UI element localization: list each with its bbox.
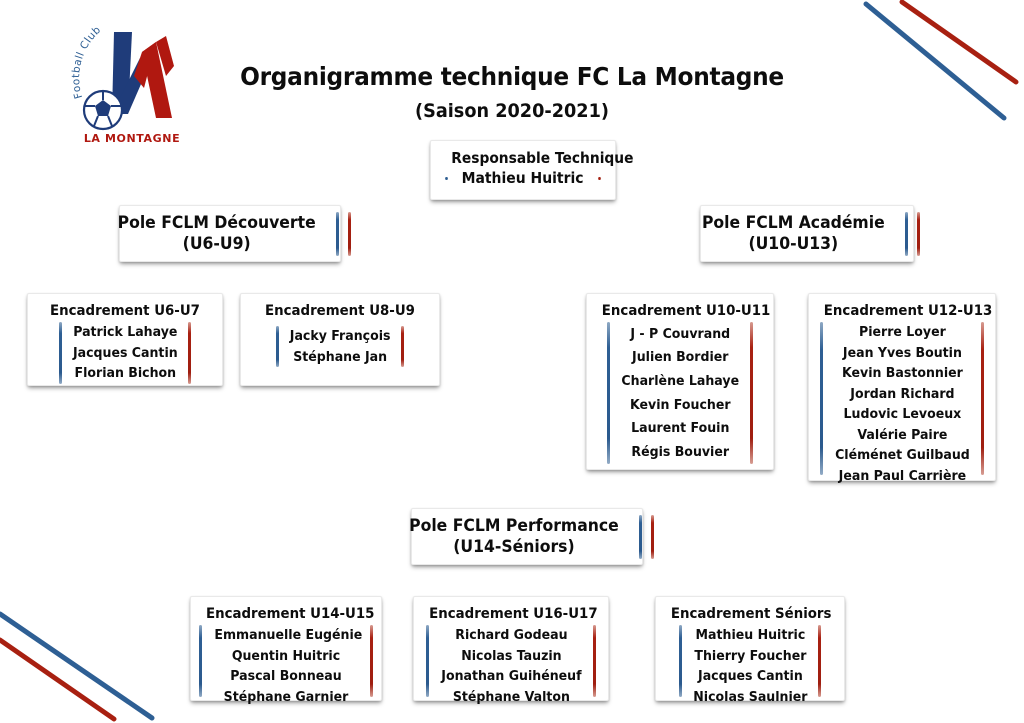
staff-member: Mathieu Huitric [695, 627, 805, 643]
logo-bottom-text: LA MONTAGNE [84, 132, 180, 145]
staff-member: Richard Godeau [454, 627, 568, 643]
responsable-title: Responsable Technique [451, 149, 634, 167]
staff-member: Florian Bichon [74, 365, 176, 382]
responsable-technique-card[interactable]: Responsable Technique Mathieu Huitric [430, 140, 634, 204]
staff-card-u10-u11[interactable]: Encadrement U10-U11 J - P Couvrand Julie… [586, 293, 774, 474]
blue-bar-icon [58, 322, 62, 384]
staff-member: Pierre Loyer [858, 324, 946, 340]
pole-subtitle: (U14-Séniors) [452, 536, 575, 557]
red-bar-icon [750, 322, 754, 464]
red-bar-icon [916, 211, 920, 256]
staff-title: Encadrement U10-U11 [601, 303, 771, 319]
staff-member: Patrick Lahaye [72, 324, 178, 340]
red-bar-icon [981, 322, 985, 475]
blue-bar-icon [904, 211, 908, 256]
staff-member: Régis Bouvier [631, 443, 729, 460]
staff-member: Kevin Foucher [629, 396, 731, 413]
staff-member: Stéphane Valton [452, 688, 570, 705]
red-bar-icon [651, 514, 655, 559]
staff-member: Nicolas Tauzin [460, 647, 562, 664]
staff-card-u14-u15[interactable]: Encadrement U14-U15 Emmanuelle Eugénie Q… [190, 596, 382, 705]
red-bar-icon [348, 211, 352, 256]
pole-card-academie[interactable]: Pole FCLM Académie (U10-U13) [700, 205, 920, 266]
red-bar-icon [370, 625, 373, 697]
staff-member: Nicolas Saulnier [692, 688, 808, 705]
staff-title: Encadrement U6-U7 [50, 303, 200, 319]
red-bar-icon [401, 326, 405, 368]
staff-member: Emmanuelle Eugénie [214, 627, 363, 643]
red-bar-icon [818, 625, 822, 697]
staff-member: Kevin Bastonnier [841, 365, 963, 382]
staff-member: Jordan Richard [849, 385, 955, 402]
pole-card-decouverte[interactable]: Pole FCLM Découverte (U6-U9) [117, 205, 352, 266]
staff-member: Jean Yves Boutin [842, 344, 962, 361]
corner-stripes-bottom-left [0, 611, 155, 722]
staff-title: Encadrement U8-U9 [265, 303, 415, 319]
staff-member: Jacques Cantin [72, 344, 178, 361]
pole-title: Pole FCLM Découverte [117, 213, 316, 234]
blue-bar-icon [606, 322, 610, 464]
staff-member: Jonathan Guihéneuf [440, 668, 582, 685]
pole-title: Pole FCLM Académie [702, 213, 885, 234]
staff-card-u6-u7[interactable]: Encadrement U6-U7 Patrick Lahaye Jacques… [27, 293, 223, 390]
staff-member: Laurent Fouin [630, 420, 730, 437]
blue-bar-icon [425, 625, 429, 697]
staff-card-u12-u13[interactable]: Encadrement U12-U13 Pierre Loyer Jean Yv… [808, 293, 996, 485]
staff-member: Julien Bordier [631, 349, 729, 366]
staff-card-seniors[interactable]: Encadrement Séniors Mathieu Huitric Thie… [655, 596, 845, 705]
page-subtitle: (Saison 2020-2021) [415, 100, 609, 122]
pole-subtitle: (U10-U13) [748, 233, 839, 254]
club-logo: Football Club LA MONTAGNE [70, 24, 180, 145]
blue-bar-icon [819, 322, 823, 475]
staff-title: Encadrement Séniors [670, 606, 832, 622]
staff-member: Stéphane Jan [293, 348, 387, 365]
blue-bar-icon [275, 326, 279, 368]
red-dash-icon [597, 176, 601, 180]
pole-title: Pole FCLM Performance [408, 516, 619, 537]
staff-member: J - P Couvrand [630, 325, 730, 342]
responsable-name: Mathieu Huitric [462, 169, 584, 187]
staff-member: Pascal Bonneau [230, 668, 342, 685]
red-bar-icon [188, 322, 192, 384]
staff-member: Jacky François [289, 328, 391, 344]
blue-dash-icon [445, 176, 449, 180]
pole-card-performance[interactable]: Pole FCLM Performance (U14-Séniors) [408, 508, 655, 569]
staff-member: Thierry Foucher [694, 647, 806, 664]
staff-title: Encadrement U14-U15 [205, 606, 375, 622]
staff-member: Jean Paul Carrière [838, 467, 966, 484]
blue-bar-icon [336, 211, 340, 256]
staff-member: Cléménet Guilbaud [834, 447, 970, 464]
staff-title: Encadrement U12-U13 [823, 303, 993, 319]
staff-card-u16-u17[interactable]: Encadrement U16-U17 Richard Godeau Nicol… [413, 596, 609, 705]
staff-member: Ludovic Levoeux [843, 406, 961, 423]
blue-bar-icon [639, 514, 643, 559]
red-bar-icon [593, 625, 597, 697]
staff-title: Encadrement U16-U17 [429, 606, 598, 622]
staff-member: Valérie Paire [856, 426, 948, 443]
staff-member: Jacques Cantin [697, 668, 803, 685]
blue-bar-icon [199, 625, 202, 697]
staff-member: Stéphane Garnier [223, 688, 349, 705]
staff-card-u8-u9[interactable]: Encadrement U8-U9 Jacky François Stéphan… [240, 293, 440, 390]
page-title: Organigramme technique FC La Montagne [240, 62, 784, 91]
blue-bar-icon [678, 625, 682, 697]
pole-subtitle: (U6-U9) [182, 233, 251, 254]
staff-member: Quentin Huitric [231, 647, 341, 664]
staff-member: Charlène Lahaye [621, 372, 739, 389]
